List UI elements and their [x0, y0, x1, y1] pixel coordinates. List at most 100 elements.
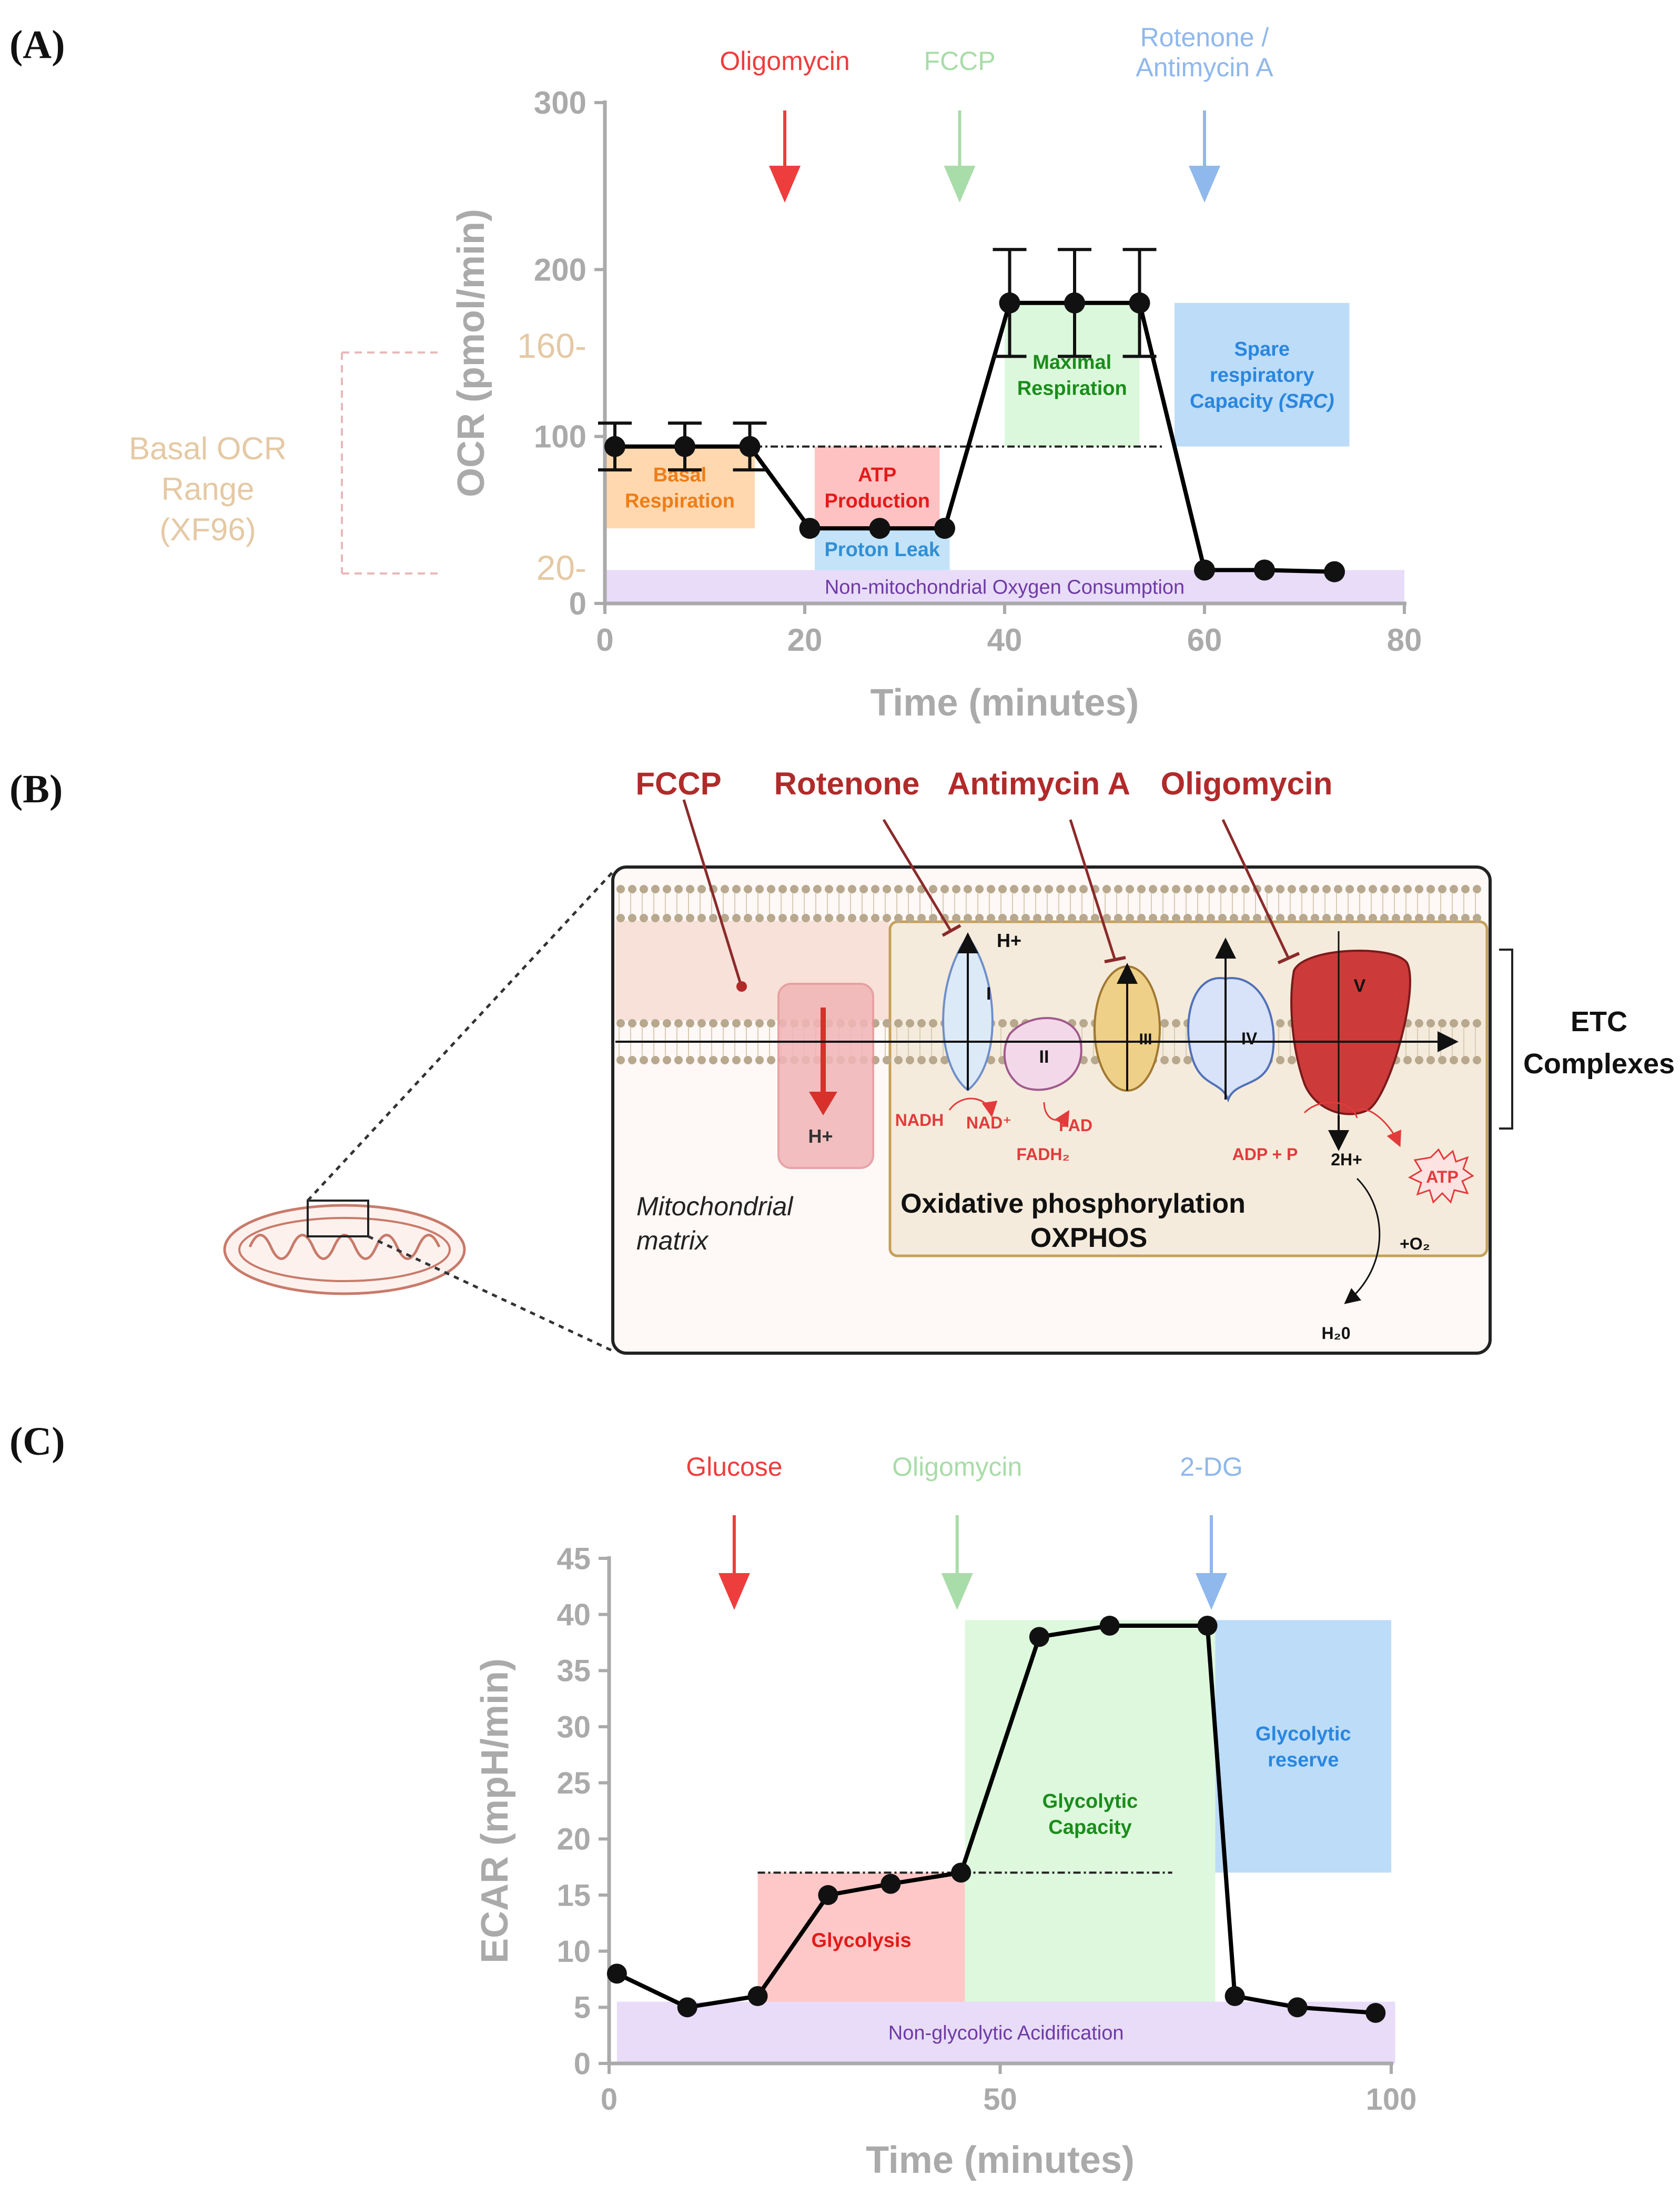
lipid-head	[894, 1019, 903, 1028]
lipid-head	[848, 914, 856, 922]
ocr-data-point	[869, 518, 890, 539]
lipid-head	[1311, 885, 1319, 893]
ecar-injection-arrowhead-1	[941, 1573, 973, 1610]
ocr-region-label-2-0: Proton Leak	[824, 539, 940, 561]
lipid-head	[778, 885, 787, 893]
lipid-head	[1195, 914, 1203, 922]
lipid-head	[906, 1019, 914, 1028]
lipid-head	[1380, 885, 1389, 893]
ecar-series	[606, 1616, 1386, 2023]
lipid-head	[1415, 885, 1423, 893]
lipid-head	[1450, 1056, 1458, 1064]
lipid-head	[755, 1056, 764, 1064]
lipid-head	[640, 1056, 648, 1064]
ocr-region-label-0-1: Respiration	[625, 490, 735, 512]
lipid-head	[628, 914, 636, 922]
ocr-data-point	[1129, 292, 1150, 314]
lipid-head	[1033, 885, 1041, 893]
lipid-head	[663, 885, 671, 893]
lipid-head	[1183, 1056, 1192, 1064]
ocr-region-3	[1005, 303, 1140, 447]
lipid-head	[697, 1019, 706, 1028]
ecar-y-tick-label: 15	[556, 1878, 591, 1912]
ecar-region-0	[757, 1872, 965, 2008]
lipid-head	[1253, 914, 1261, 922]
oxphos-label-2: OXPHOS	[1030, 1223, 1148, 1253]
lipid-head	[709, 914, 717, 922]
lipid-head	[1299, 885, 1308, 893]
ocr-y-tick-label: 0	[569, 586, 586, 621]
ocr-region-label-4-0: Spare	[1234, 338, 1290, 360]
ocr-region-label-3-1: Respiration	[1017, 377, 1127, 399]
lipid-head	[1207, 914, 1215, 922]
ecar-data-point	[1224, 1986, 1245, 2006]
lipid-head	[1068, 914, 1076, 922]
lipid-head	[709, 1019, 717, 1028]
lipid-head	[1079, 885, 1088, 893]
ocr-y-axis-title: OCR (pmol/min)	[450, 209, 492, 497]
lipid-head	[767, 885, 775, 893]
ecar-region-label-2-1: reserve	[1268, 1749, 1339, 1771]
ecar-y-axis-title: ECAR (mpH/min)	[474, 1658, 516, 1963]
complex-i: I H+	[942, 930, 1021, 1092]
lipid-head	[1392, 885, 1400, 893]
lipid-head	[697, 1056, 706, 1064]
lipid-head	[1311, 914, 1319, 922]
etc-label-1: ETC	[1571, 1006, 1627, 1037]
lipid-head	[697, 885, 706, 893]
lipid-head	[697, 914, 706, 922]
lipid-head	[732, 914, 741, 922]
ocr-region-label-5-0: Non-mitochondrial Oxygen Consumption	[825, 577, 1185, 599]
panel-a-ocr-chart: (A) BasalRespirationATPProductionProton …	[9, 23, 1422, 724]
lipid-head	[1450, 914, 1458, 922]
lipid-head	[1068, 885, 1076, 893]
lipid-head	[1126, 914, 1134, 922]
ocr-injection-label-1: FCCP	[924, 46, 995, 76]
fadh2-label: FADH₂	[1016, 1145, 1069, 1164]
lipid-head	[1392, 914, 1400, 922]
lipid-head	[1438, 1019, 1446, 1028]
lipid-head	[1218, 885, 1227, 893]
lipid-head	[1091, 1056, 1099, 1064]
lipid-head	[651, 914, 660, 922]
lipid-head	[1010, 1019, 1018, 1028]
lipid-head	[813, 885, 822, 893]
lipid-head	[1357, 914, 1365, 922]
lipid-head	[987, 1056, 995, 1064]
lipid-head	[1160, 1056, 1169, 1064]
lipid-head	[1473, 1019, 1481, 1028]
lipid-head	[767, 914, 775, 922]
lipid-head	[1160, 1019, 1169, 1028]
matrix-label-1: Mitochondrial	[636, 1192, 794, 1221]
ocr-injection-arrowhead-1	[944, 166, 976, 203]
ecar-data-point	[606, 1963, 627, 1984]
lipid-head	[663, 1019, 671, 1028]
lipid-head	[616, 1056, 625, 1064]
lipid-head	[1160, 885, 1169, 893]
complex-v-label: V	[1354, 976, 1366, 996]
lipid-head	[940, 885, 949, 893]
lipid-head	[1172, 1056, 1180, 1064]
lipid-head	[1461, 1056, 1470, 1064]
ecar-y-tick-label: 0	[574, 2047, 591, 2081]
antimycin-pointer	[1069, 819, 1117, 961]
ecar-y-tick-label: 10	[556, 1935, 591, 1969]
lipid-head	[767, 1056, 775, 1064]
lipid-head	[663, 914, 671, 922]
lipid-head	[1334, 914, 1342, 922]
lipid-head	[628, 885, 636, 893]
ecar-injection-label-1: Oligomycin	[892, 1452, 1022, 1482]
lipid-head	[1033, 914, 1041, 922]
lipid-head	[906, 914, 914, 922]
channel-h-plus: H+	[808, 1125, 833, 1147]
inhibitor-oligomycin-label: Oligomycin	[1161, 766, 1333, 801]
ecar-series-line-0	[616, 1624, 1376, 2015]
lipid-head	[1276, 1056, 1284, 1064]
ecar-x-tick-label: 50	[983, 2082, 1017, 2117]
lipid-head	[1357, 885, 1365, 893]
ocr-data-point	[739, 436, 761, 457]
lipid-head	[616, 885, 625, 893]
lipid-head	[859, 914, 868, 922]
